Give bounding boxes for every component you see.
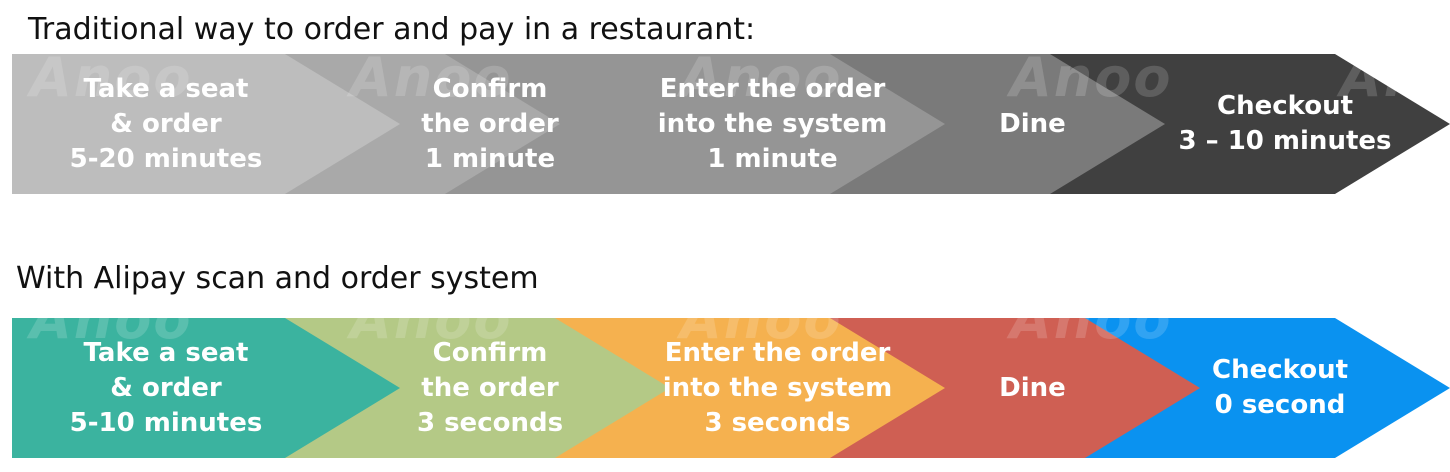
traditional-process-title: Traditional way to order and pay in a re… (28, 12, 756, 47)
traditional-process-flow: Anoo Anoo Anoo Anoo Anoo Take a seat & o… (0, 46, 1450, 194)
alipay-process-title: With Alipay scan and order system (16, 261, 539, 296)
alipay-process-flow: Anoo Anoo Anoo Anoo Take a seat & order … (0, 288, 1450, 458)
